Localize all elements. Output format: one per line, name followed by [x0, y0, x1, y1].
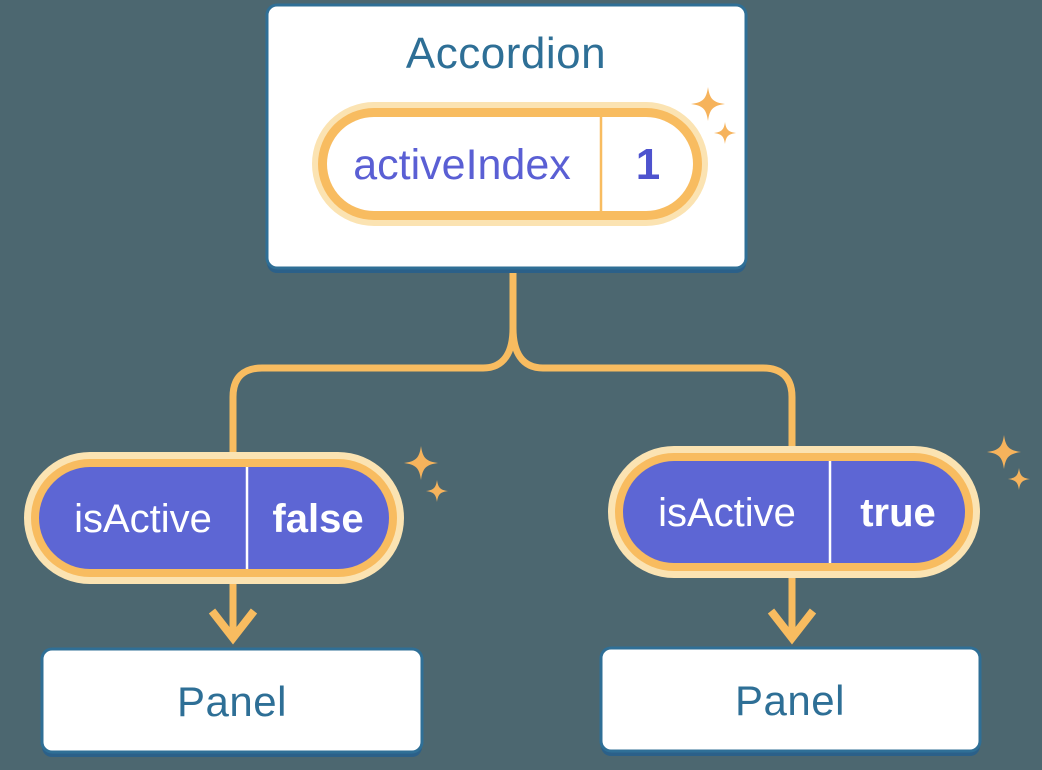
- right-prop-label: isActive: [658, 491, 796, 535]
- left-panel-card-box: [40, 647, 424, 754]
- sparkle-icon: [691, 87, 725, 121]
- state-label: activeIndex: [353, 141, 571, 189]
- sparkle-icon: [713, 121, 737, 145]
- state-value: 1: [636, 140, 660, 189]
- left-prop-pill-body: [39, 467, 389, 569]
- sparkle-icon: [987, 435, 1021, 469]
- connector-tree: [208, 268, 817, 645]
- right-prop-pill-body: [623, 461, 965, 563]
- right-panel-card: Panel: [599, 646, 982, 756]
- right-prop-value: true: [860, 491, 936, 535]
- right-panel-card-box: [599, 646, 982, 753]
- right-branch-wire: [509, 327, 796, 635]
- right-prop-pill: isActive true: [608, 435, 1031, 578]
- sparkle-icon: [1007, 467, 1031, 491]
- left-panel-title: Panel: [177, 678, 287, 725]
- accordion-title: Accordion: [406, 29, 606, 78]
- left-branch-wire: [229, 327, 517, 635]
- left-prop-pill: isActive false: [24, 446, 449, 584]
- accordion-card: Accordion activeIndex 1: [265, 3, 748, 273]
- left-prop-label: isActive: [74, 497, 212, 541]
- left-prop-value: false: [272, 497, 363, 541]
- sparkle-icon: [404, 446, 438, 480]
- left-arrowhead-icon: [208, 608, 258, 645]
- right-arrowhead-icon: [767, 608, 817, 645]
- state-pill: activeIndex 1: [312, 102, 708, 226]
- right-panel-title: Panel: [735, 677, 845, 724]
- sparkle-icon: [425, 479, 449, 503]
- left-panel-card: Panel: [40, 647, 424, 757]
